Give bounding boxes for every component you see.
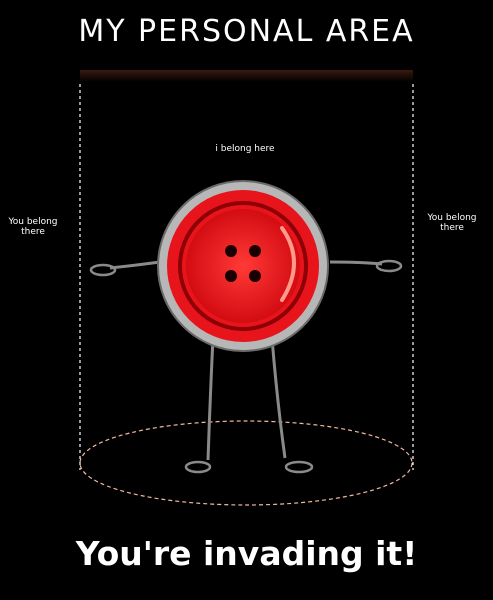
button-hole [225,270,237,282]
button-highlight [280,226,296,302]
right-foot [284,460,314,474]
note-top: i belong here [215,144,275,154]
footer-text: You're invading it! [75,534,418,573]
left-leg [206,337,215,461]
note-right: You belong there [427,213,477,233]
top-boundary [80,70,413,82]
button-hole [249,270,261,282]
button-center [186,209,300,323]
page-title: MY PERSONAL AREA [78,14,415,49]
button-inner-ring [178,201,308,331]
right-leg [270,337,287,459]
button-hole [225,245,237,257]
left-hand [89,263,117,277]
right-arm [329,260,383,266]
left-arm [109,260,161,270]
note-left: You belong there [8,217,58,237]
floor-ellipse [79,420,413,506]
right-hand [375,259,403,273]
left-foot [184,460,212,474]
button-hole [249,245,261,257]
